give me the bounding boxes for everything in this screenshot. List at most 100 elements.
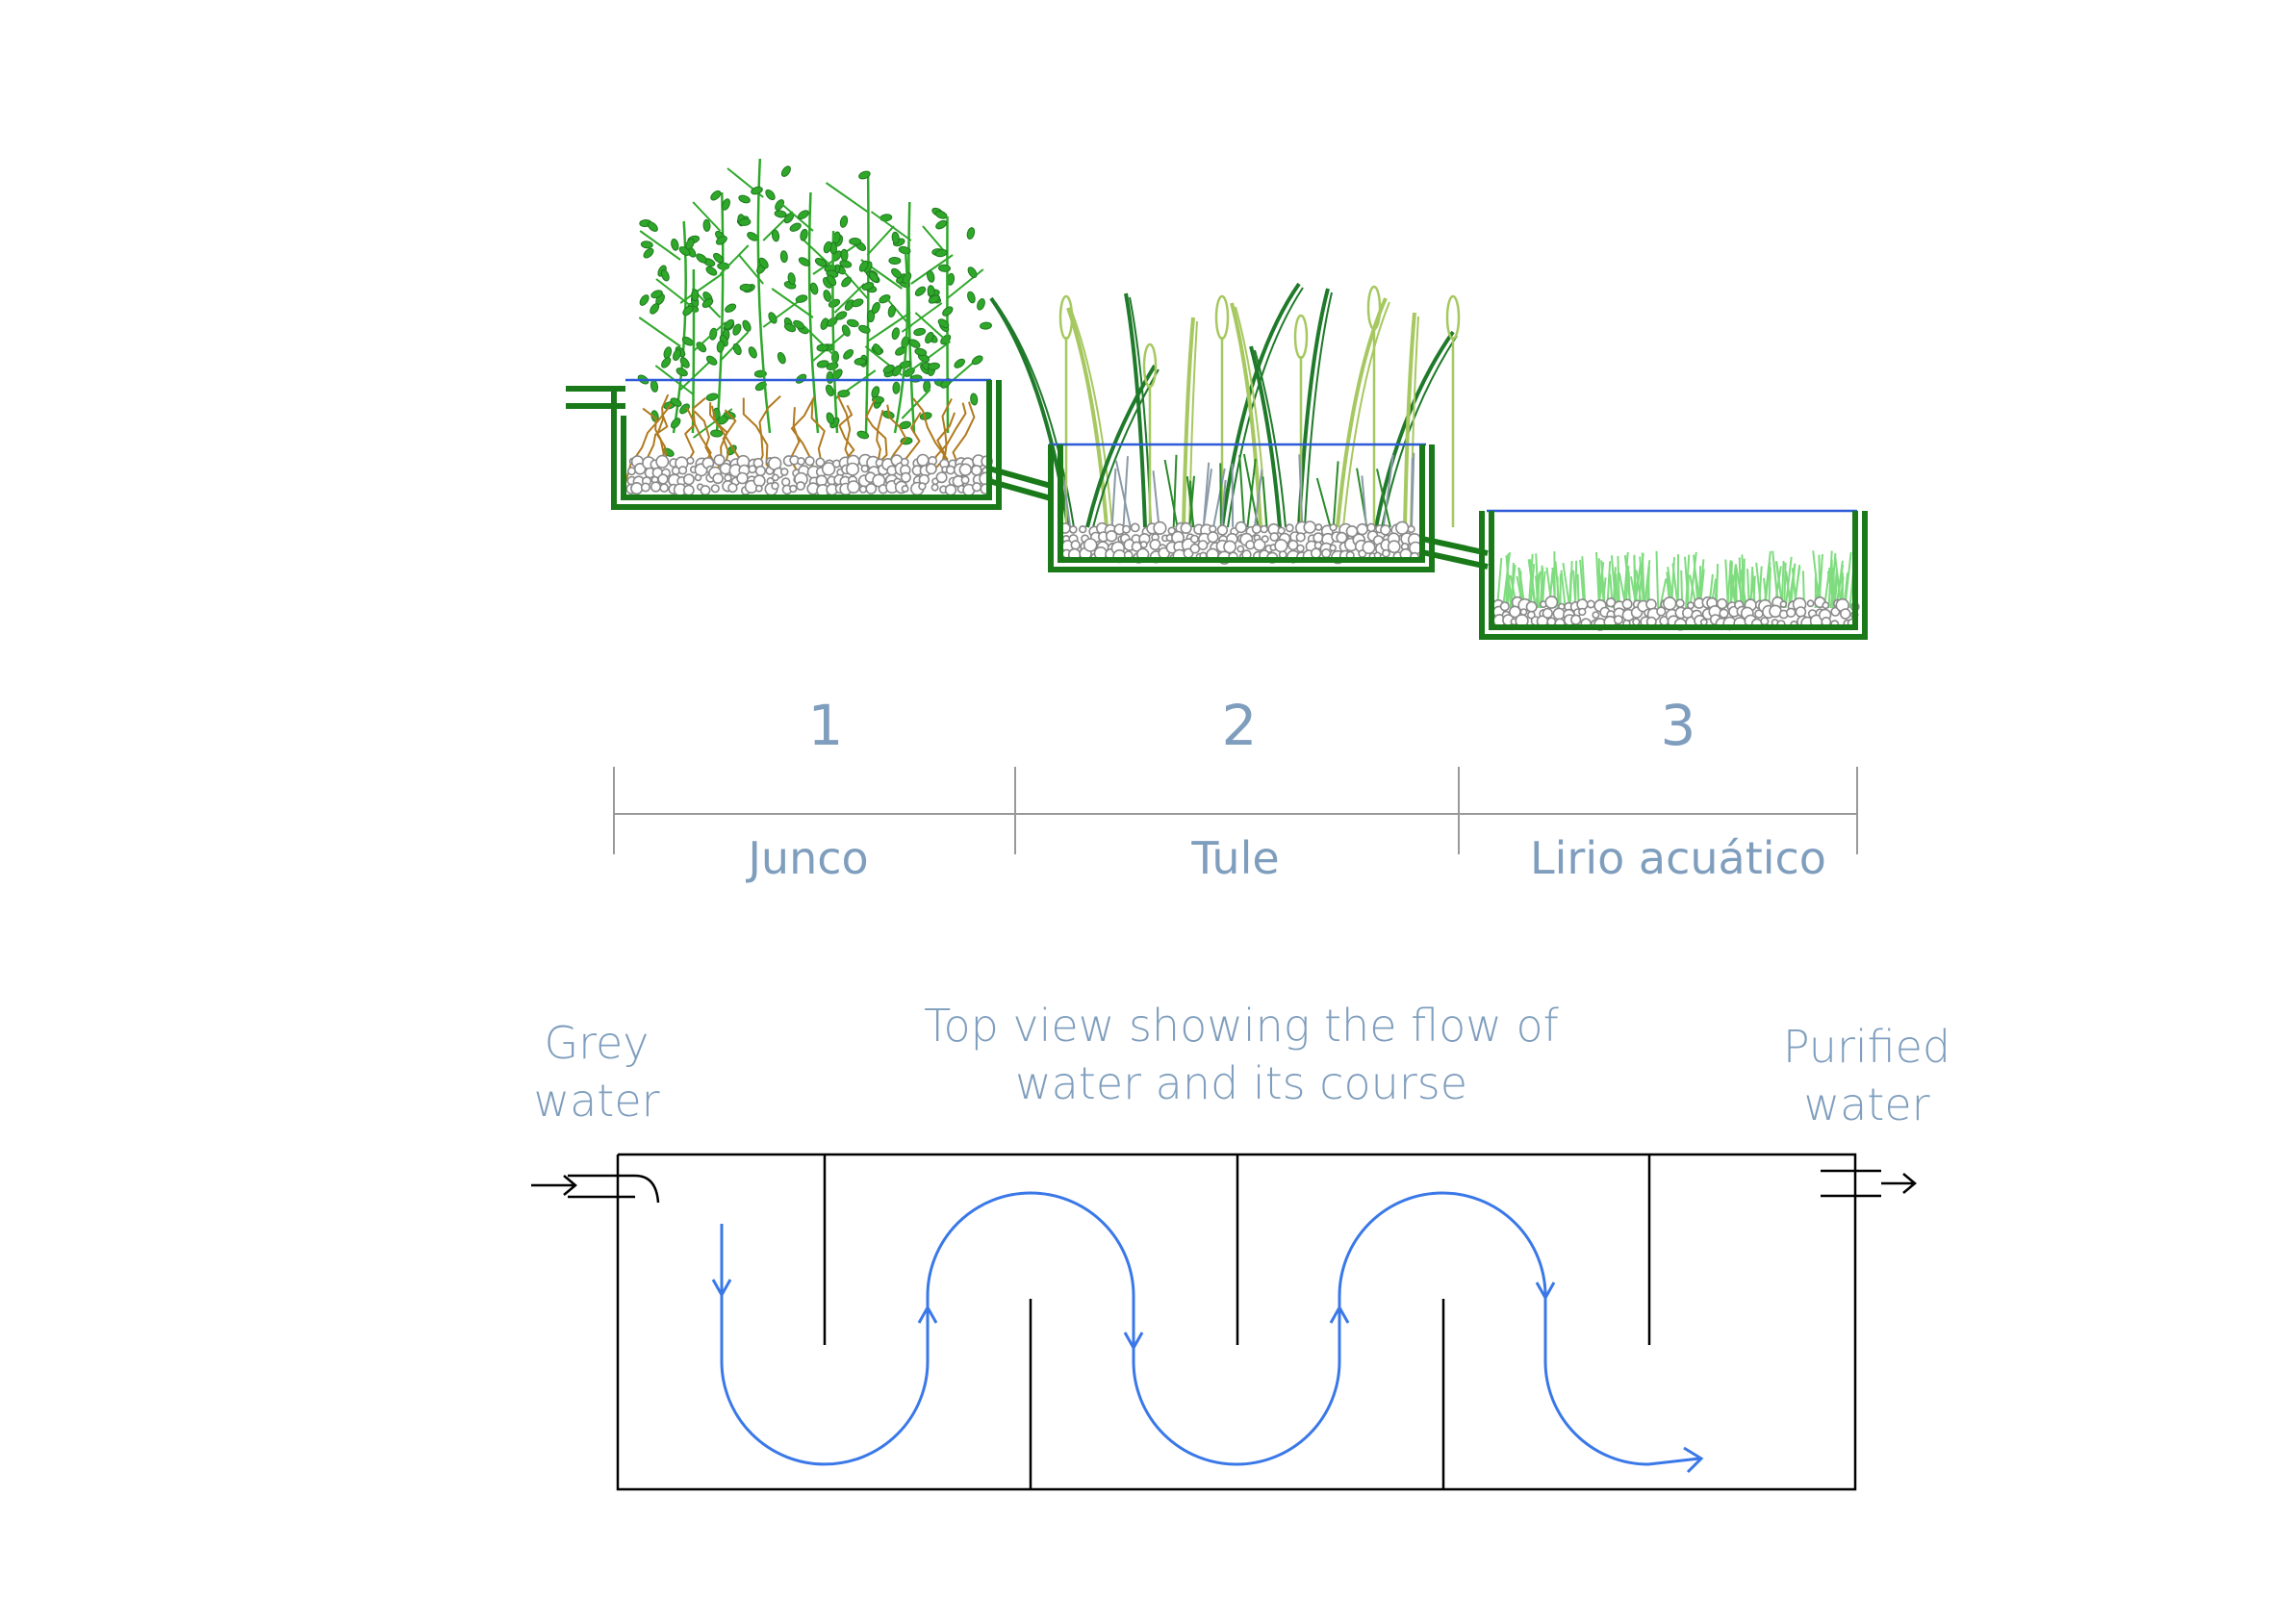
outlet-arrow [1881,1174,1915,1193]
junco-leaf [716,341,725,353]
pebble [1198,541,1207,549]
junco-leaf [839,216,849,228]
junco-leaf [980,322,992,330]
pebble [1527,602,1537,612]
junco-leaf [842,348,854,361]
junco-leaf [724,302,737,314]
lily-blade [1657,551,1659,608]
pebble [737,473,748,484]
junco-leaf [800,229,809,241]
pebble [1236,522,1246,533]
junco-leaf [732,343,743,356]
pebble [1363,542,1374,553]
pebble [684,474,694,484]
junco-leaf [953,357,966,369]
pebble [1181,523,1191,534]
junco-leaf [638,293,650,307]
junco-leaf [780,250,788,263]
junco-leaf [738,194,752,205]
pebble [947,466,955,473]
junco-leaf [823,290,832,303]
lily-blade [1570,561,1572,608]
pebble [1123,526,1130,533]
pebble [728,484,737,493]
inlet-label: Grey water [510,1014,683,1129]
junco-leaf [889,257,901,264]
gravel-layers [626,455,1859,630]
junco-leaf [841,249,849,261]
junco-leaf [748,345,758,359]
pebble [1408,526,1415,533]
junco-leaf [891,327,901,340]
junco-leaf [856,430,870,440]
pebble [1367,523,1375,531]
pebble [687,458,694,465]
top-view-title: Top view showing the flow of water and i… [885,997,1597,1112]
cattail-head [1295,316,1307,358]
pebble [1287,524,1293,531]
junco-branch [827,183,868,212]
pebble [1545,596,1557,608]
pebble [712,485,720,493]
pebble [1357,524,1367,535]
junco-leaf [941,305,955,317]
junco-leaf [772,229,780,241]
pebble [1761,618,1769,625]
tule-sprout [1154,470,1160,527]
junco-leaf [854,358,866,366]
pebble [684,486,694,495]
pebble [1657,607,1666,616]
junco-root [866,399,886,465]
pebble [679,467,687,474]
pebble [1261,526,1267,533]
pebble [1312,548,1321,558]
pebble [917,455,929,467]
pebble [860,486,867,493]
pebble [1787,608,1796,617]
flow-line [722,1193,1699,1464]
junco-leaf [976,297,986,311]
junco-leaf [926,270,935,283]
pebble [660,484,668,492]
pebble [1822,602,1828,608]
junco-leaf [670,417,682,430]
pebble [1297,546,1304,552]
inlet-pipe [568,1176,658,1203]
pebble [798,458,804,465]
junco-branch [867,226,894,255]
pebble [1313,533,1323,543]
pebble [1237,546,1243,552]
pebble [651,482,661,492]
pebble [756,486,762,492]
junco-leaf [671,239,680,251]
junco-leaf [703,219,711,231]
junco-leaf [789,221,803,233]
junco-leaf [764,189,777,202]
junco-leaf [795,372,808,385]
junco-leaf [740,284,752,291]
pebble [642,483,650,491]
junco-leaf [914,347,927,357]
inlet-arrow [531,1176,575,1195]
junco-leaf [692,290,699,301]
pebble [781,469,788,475]
pebble [1322,549,1331,558]
junco-leaf [938,265,950,272]
junco-leaf [809,282,819,294]
stage-2-number: 2 [1143,693,1336,758]
pebble [1330,524,1337,531]
flow-path [713,1193,1701,1472]
pebble [847,464,858,475]
pebble [931,484,937,490]
pebble [1664,597,1676,610]
junco-leaf [710,430,722,438]
pebble [1246,541,1255,549]
pebble [972,466,981,475]
pebble [756,467,766,476]
pebble [1070,526,1077,533]
junco-leaf [795,293,808,303]
pebble [1224,541,1236,552]
pebble [902,486,907,492]
junco-branch [772,289,813,317]
